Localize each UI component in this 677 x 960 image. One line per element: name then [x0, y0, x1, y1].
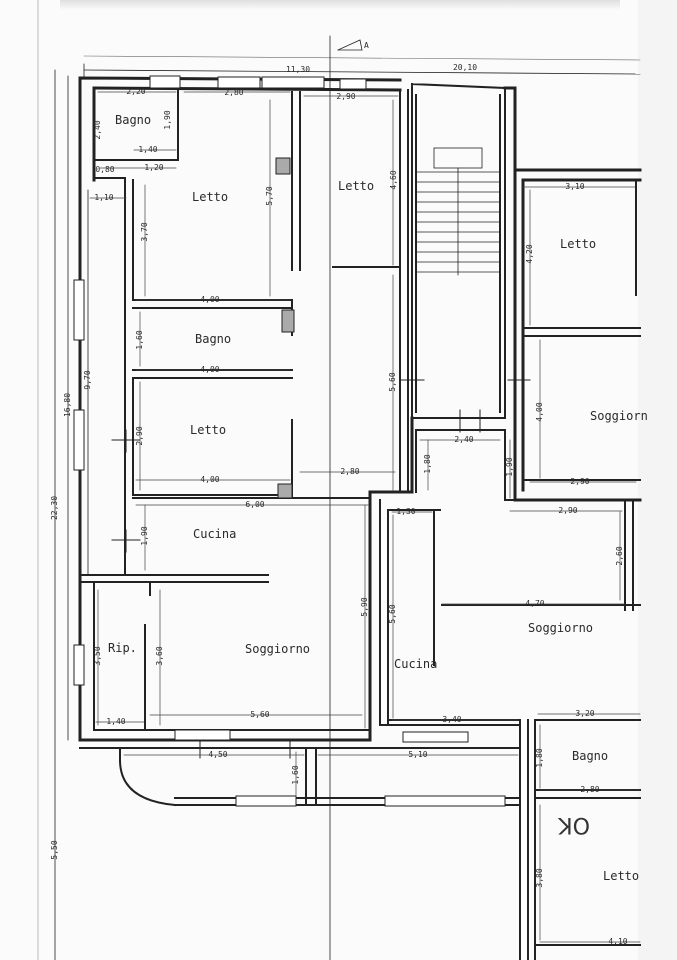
dim-1-40-b: 1,40	[106, 717, 125, 726]
dim-1-90-b: 1,90	[140, 526, 149, 545]
dim-11-30: 11,30	[286, 65, 310, 74]
dim-4-10: 4,10	[608, 937, 627, 946]
room-label-letto-3: Letto	[560, 237, 596, 251]
dim-2-90-a: 2,90	[336, 92, 355, 101]
dim-2-90-b: 2,90	[135, 426, 144, 445]
dim-1-40-a: 1,40	[138, 145, 157, 154]
dim-2-40-b: 2,40	[454, 435, 473, 444]
dim-4-70: 4,70	[525, 599, 544, 608]
room-label-soggiorno-2: Soggiorno	[528, 621, 593, 635]
pillar-hatches	[275, 157, 295, 499]
dim-2-80-b: 2,80	[340, 467, 359, 476]
dim-1-60-b: 1,60	[291, 765, 300, 784]
room-label-cucina-1: Cucina	[193, 527, 236, 541]
dim-3-20: 3,20	[575, 709, 594, 718]
room-label-bagno-2: Bagno	[195, 332, 231, 346]
dim-2-60: 2,60	[615, 546, 624, 565]
dim-3-10: 3,10	[565, 182, 584, 191]
dim-4-00-c: 4,00	[200, 475, 219, 484]
opening-ticks	[111, 379, 531, 759]
dim-22-30: 22,30	[50, 496, 59, 520]
room-label-rip: Rip.	[108, 641, 137, 655]
dim-1-20: 1,20	[144, 163, 163, 172]
room-label-letto-5: Letto	[603, 869, 639, 883]
room-label-soggiorno-3: Soggiorno	[245, 642, 310, 656]
top-blurred-strip	[60, 0, 620, 10]
dim-5-60-b: 5,60	[388, 604, 397, 623]
dim-3-40: 3,40	[442, 715, 461, 724]
dim-20-10: 20,10	[453, 63, 477, 72]
paper-edge	[638, 0, 677, 960]
dim-5-10: 5,10	[408, 750, 427, 759]
stairwell	[410, 82, 506, 419]
top-dimension-line-2	[83, 55, 641, 61]
dim-1-10: 1,10	[94, 193, 113, 202]
room-label-soggiorno-1: Soggiorn	[590, 409, 648, 423]
dim-1-90-a: 1,90	[163, 110, 172, 129]
section-mark-label: A	[364, 41, 369, 50]
stair-steps	[415, 147, 501, 276]
dim-5-90: 5,90	[360, 597, 369, 616]
outer-walls-right	[503, 86, 642, 502]
dim-5-60-a: 5,60	[388, 372, 397, 391]
dim-0-80: 0,80	[95, 165, 114, 174]
top-dimension-line	[83, 69, 641, 75]
dim-2-20: 2,20	[126, 87, 145, 96]
dim-2-90-d: 2,90	[558, 506, 577, 515]
dim-3-50: 3,50	[93, 646, 102, 665]
dim-4-50: 4,50	[208, 750, 227, 759]
interior-walls-right	[379, 179, 641, 960]
handwritten-ok-note: OK	[558, 812, 590, 837]
dim-6-00: 6,00	[245, 500, 264, 509]
window-marks-top	[149, 75, 367, 90]
dim-1-60-a: 1,60	[135, 330, 144, 349]
dim-4-00-b: 4,00	[200, 365, 219, 374]
room-label-letto-1: Letto	[192, 190, 228, 204]
dim-4-20: 4,20	[525, 244, 534, 263]
room-label-bagno-1: Bagno	[115, 113, 151, 127]
dim-4-60: 4,60	[389, 170, 398, 189]
dim-5-70: 5,70	[265, 186, 274, 205]
window-marks-left	[73, 279, 85, 686]
room-label-bagno-3: Bagno	[572, 749, 608, 763]
dim-4-00-a: 4,00	[200, 295, 219, 304]
dim-16-80: 16,80	[63, 393, 72, 417]
dim-2-80-c: 2,80	[580, 785, 599, 794]
dim-3-80: 3,80	[535, 868, 544, 887]
balcony	[79, 729, 521, 807]
dim-5-50: 5,50	[50, 840, 59, 859]
dim-3-60: 3,60	[155, 646, 164, 665]
section-arrow	[337, 39, 363, 51]
dim-9-70: 9,70	[83, 370, 92, 389]
dim-2-40-a: 2,40	[93, 120, 102, 139]
bagno-1-walls	[93, 89, 179, 576]
dim-2-90-c: 2,90	[570, 477, 589, 486]
room-label-letto-4: Letto	[190, 423, 226, 437]
dim-5-60-c: 5,60	[250, 710, 269, 719]
dim-1-80-a: 1,80	[423, 454, 432, 473]
interior-dimension-lines	[89, 91, 641, 943]
dim-2-80-a: 2,80	[224, 88, 243, 97]
dim-3-70: 3,70	[140, 222, 149, 241]
dim-1-30: 1,30	[396, 507, 415, 516]
room-label-letto-2: Letto	[338, 179, 374, 193]
room-label-cucina-2: Cucina	[394, 657, 437, 671]
dim-1-90-c: 1,90	[505, 457, 514, 476]
dim-4-00-d: 4,00	[535, 402, 544, 421]
dim-1-80-b: 1,80	[535, 748, 544, 767]
